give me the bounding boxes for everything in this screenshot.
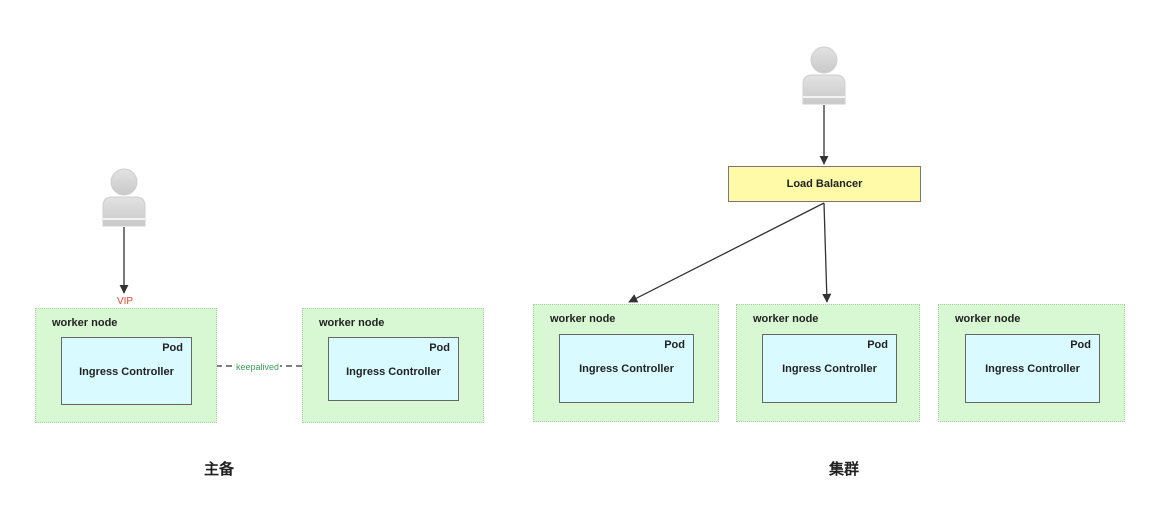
lb-to-node1-arrow (628, 202, 825, 303)
ingress-controller-label: Ingress Controller (579, 363, 674, 375)
vip-label: VIP (116, 296, 134, 307)
caption-active-standby: 主备 (204, 461, 235, 478)
worker-node-cluster-2: worker node Pod Ingress Controller (736, 304, 920, 422)
worker-node-standby-primary: worker node Pod Ingress Controller (35, 308, 217, 423)
pod-label: Pod (1070, 339, 1091, 351)
pod-label: Pod (162, 342, 183, 354)
worker-node-label: worker node (753, 313, 819, 325)
worker-node-label: worker node (319, 317, 385, 329)
ingress-controller-label: Ingress Controller (79, 366, 174, 378)
user-icon (102, 168, 146, 227)
ingress-controller-label: Ingress Controller (985, 363, 1080, 375)
lb-to-node2-arrow (822, 202, 832, 303)
pod-label: Pod (867, 339, 888, 351)
keepalive-label: keepalived (235, 362, 281, 372)
worker-node-label: worker node (52, 317, 118, 329)
load-balancer-box: Load Balancer (728, 166, 921, 202)
pod-label: Pod (429, 342, 450, 354)
worker-node-cluster-3: worker node Pod Ingress Controller (938, 304, 1125, 422)
pod-box: Pod Ingress Controller (61, 337, 192, 405)
worker-node-label: worker node (955, 313, 1021, 325)
worker-node-label: worker node (550, 313, 616, 325)
pod-box: Pod Ingress Controller (559, 334, 694, 403)
pod-box: Pod Ingress Controller (762, 334, 897, 403)
ingress-controller-label: Ingress Controller (782, 363, 877, 375)
ingress-controller-label: Ingress Controller (346, 366, 441, 378)
worker-node-standby-backup: worker node Pod Ingress Controller (302, 308, 484, 423)
pod-label: Pod (664, 339, 685, 351)
caption-cluster: 集群 (829, 461, 860, 478)
worker-node-cluster-1: worker node Pod Ingress Controller (533, 304, 719, 422)
user-icon (802, 46, 846, 105)
pod-box: Pod Ingress Controller (965, 334, 1100, 403)
pod-box: Pod Ingress Controller (328, 337, 459, 401)
